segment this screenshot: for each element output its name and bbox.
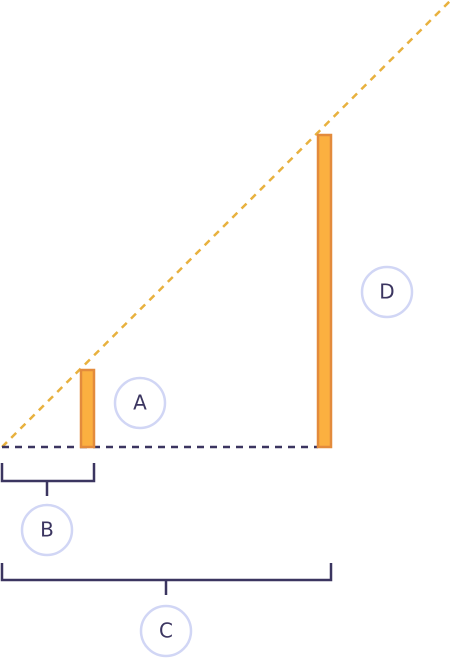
label-b-text: B <box>40 518 54 542</box>
label-c-circle <box>139 604 193 658</box>
sight-line <box>1 0 451 448</box>
label-b-circle <box>20 503 74 557</box>
label-b: B <box>20 503 74 557</box>
label-a-circle <box>113 376 167 430</box>
short-bar <box>79 368 96 449</box>
bracket-b <box>0 463 96 496</box>
label-a: A <box>113 376 167 430</box>
label-c-text: C <box>159 619 173 643</box>
label-d: D <box>360 265 414 319</box>
label-c: C <box>139 604 193 658</box>
label-d-text: D <box>379 280 394 304</box>
tall-bar <box>316 133 333 449</box>
label-a-text: A <box>133 391 147 415</box>
bracket-c <box>0 563 333 595</box>
label-d-circle <box>360 265 414 319</box>
